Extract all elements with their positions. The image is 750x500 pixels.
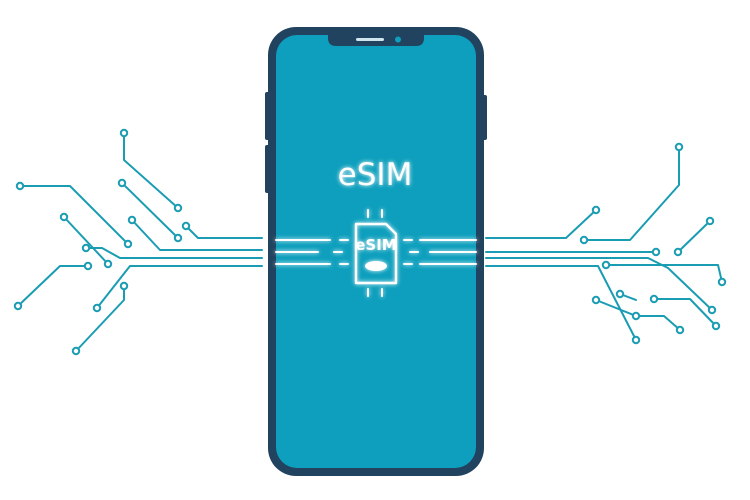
front-camera-icon — [395, 36, 401, 43]
esim-chip-icon: eSIM — [275, 209, 477, 297]
chip-connection-lines — [275, 209, 477, 297]
screen-title: eSIM — [338, 157, 413, 193]
chip-contact-pad — [365, 261, 387, 271]
earpiece-speaker-icon — [356, 38, 384, 41]
phone-screen — [276, 35, 476, 468]
left-circuit-nodes — [13, 128, 191, 356]
right-circuit-traces — [485, 146, 723, 341]
left-circuit-traces — [17, 132, 263, 352]
chip-label: eSIM — [355, 236, 396, 254]
chip-body — [354, 222, 398, 285]
smartphone-icon — [265, 27, 487, 476]
right-circuit-nodes — [579, 142, 727, 345]
